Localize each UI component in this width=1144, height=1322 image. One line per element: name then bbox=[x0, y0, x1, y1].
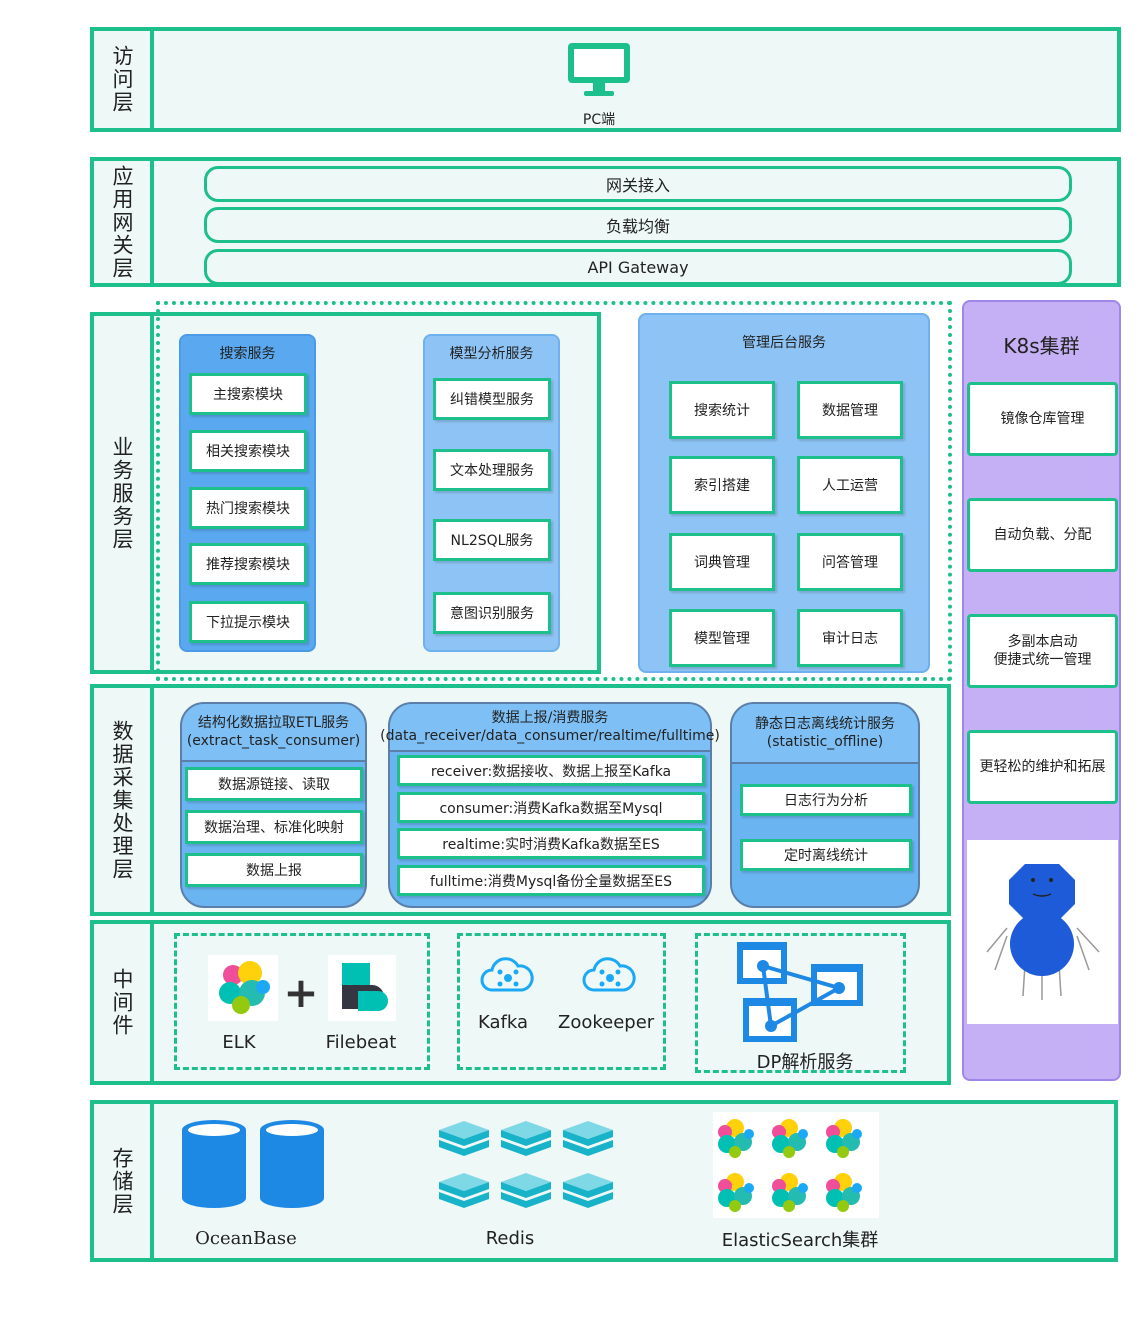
etl-item-1: 数据源链接、读取 bbox=[185, 767, 363, 801]
etl-service-header: 结构化数据拉取ETL服务 (extract_task_consumer) bbox=[182, 704, 365, 762]
k8s-cluster-panel: K8s集群 镜像仓库管理 自动负载、分配 多副本启动 便捷式统一管理 更轻松的维… bbox=[962, 300, 1121, 1081]
stat-service-subtitle: (statistic_offline) bbox=[766, 734, 884, 750]
report-item-4: fulltime:消费Mysql备份全量数据至ES bbox=[397, 865, 705, 896]
elasticsearch-cluster-icon bbox=[713, 1112, 879, 1218]
storage-layer-label: 存储层 bbox=[90, 1100, 154, 1262]
oceanbase-label: OceanBase bbox=[195, 1228, 297, 1249]
model-service-panel: 模型分析服务 纠错模型服务 文本处理服务 NL2SQL服务 意图识别服务 bbox=[423, 334, 560, 652]
etl-service-subtitle: (extract_task_consumer) bbox=[186, 733, 361, 749]
model-module-2: 文本处理服务 bbox=[433, 449, 551, 491]
stat-service-header: 静态日志离线统计服务 (statistic_offline) bbox=[732, 704, 918, 764]
kafka-cloud-icon bbox=[480, 957, 534, 992]
search-service-title: 搜索服务 bbox=[219, 346, 276, 362]
admin-service-panel: 管理后台服务 搜索统计 数据管理 索引搭建 人工运营 词典管理 问答管理 模型管… bbox=[638, 313, 930, 673]
data-layer-label: 数据采集处理层 bbox=[90, 684, 154, 916]
elk-logo-icon bbox=[208, 955, 278, 1021]
redis-cluster-icon bbox=[439, 1121, 613, 1208]
redis-label: Redis bbox=[485, 1228, 535, 1249]
report-item-3: realtime:实时消费Kafka数据至ES bbox=[397, 828, 705, 859]
middleware-layer bbox=[150, 920, 951, 1085]
elk-label: ELK bbox=[222, 1032, 256, 1053]
search-service-panel: 搜索服务 主搜索模块 相关搜索模块 热门搜索模块 推荐搜索模块 下拉提示模块 bbox=[179, 334, 316, 652]
k8s-item-1: 镜像仓库管理 bbox=[967, 382, 1118, 456]
spider-mascot-icon bbox=[986, 864, 1100, 1000]
oceanbase-db-icon bbox=[182, 1120, 324, 1208]
report-service-title: 数据上报/消费服务 bbox=[491, 710, 609, 726]
admin-module-1: 搜索统计 bbox=[669, 381, 775, 439]
api-gateway-label: API Gateway bbox=[587, 257, 689, 277]
gateway-access-bar: 网关接入 bbox=[204, 166, 1072, 202]
kafka-group bbox=[457, 933, 666, 1070]
elasticsearch-label: ElasticSearch集群 bbox=[721, 1230, 879, 1251]
k8s-title: K8s集群 bbox=[1003, 334, 1080, 358]
access-layer: PC端 bbox=[150, 27, 1121, 132]
model-module-4: 意图识别服务 bbox=[433, 592, 551, 634]
admin-module-8: 审计日志 bbox=[797, 609, 903, 667]
admin-module-6: 问答管理 bbox=[797, 533, 903, 591]
etl-item-2: 数据治理、标准化映射 bbox=[185, 810, 363, 844]
dp-group bbox=[695, 933, 906, 1073]
admin-module-2: 数据管理 bbox=[797, 381, 903, 439]
admin-module-5: 词典管理 bbox=[669, 533, 775, 591]
load-balance-bar: 负载均衡 bbox=[204, 207, 1072, 243]
model-module-1: 纠错模型服务 bbox=[433, 378, 551, 420]
admin-module-7: 模型管理 bbox=[669, 609, 775, 667]
kafka-label: Kafka bbox=[478, 1012, 528, 1033]
filebeat-logo-icon bbox=[328, 955, 396, 1021]
load-balance-label: 负载均衡 bbox=[605, 217, 670, 236]
admin-service-title: 管理后台服务 bbox=[742, 335, 826, 351]
etl-item-3: 数据上报 bbox=[185, 853, 363, 887]
search-module-1: 主搜索模块 bbox=[189, 373, 307, 415]
search-module-4: 推荐搜索模块 bbox=[189, 543, 307, 585]
etl-service-panel: 结构化数据拉取ETL服务 (extract_task_consumer) 数据源… bbox=[180, 702, 367, 908]
business-layer-label: 业务服务层 bbox=[90, 312, 154, 674]
stat-service-title: 静态日志离线统计服务 bbox=[755, 716, 895, 732]
k8s-item-3: 多副本启动 便捷式统一管理 bbox=[967, 614, 1118, 688]
model-service-title: 模型分析服务 bbox=[449, 346, 534, 362]
elk-group bbox=[174, 933, 430, 1070]
model-module-3: NL2SQL服务 bbox=[433, 519, 551, 561]
business-dotted-frame bbox=[156, 301, 952, 681]
gateway-access-label: 网关接入 bbox=[605, 176, 670, 195]
stat-service-panel: 静态日志离线统计服务 (statistic_offline) 日志行为分析 定时… bbox=[730, 702, 920, 908]
gateway-layer: 网关接入 负载均衡 API Gateway bbox=[150, 157, 1121, 287]
admin-module-3: 索引搭建 bbox=[669, 456, 775, 514]
dp-service-icon bbox=[737, 942, 863, 1042]
filebeat-label: Filebeat bbox=[325, 1032, 397, 1053]
etl-service-title: 结构化数据拉取ETL服务 bbox=[197, 715, 350, 731]
k8s-mascot-frame bbox=[967, 840, 1118, 1024]
k8s-item-4: 更轻松的维护和拓展 bbox=[967, 730, 1118, 804]
monitor-icon bbox=[568, 43, 630, 96]
admin-module-4: 人工运营 bbox=[797, 456, 903, 514]
stat-item-1: 日志行为分析 bbox=[740, 784, 912, 816]
access-layer-label: 访问层 bbox=[90, 27, 154, 132]
report-service-subtitle: (data_receiver/data_consumer/realtime/fu… bbox=[380, 728, 720, 744]
report-item-1: receiver:数据接收、数据上报至Kafka bbox=[397, 755, 705, 786]
report-service-panel: 数据上报/消费服务 (data_receiver/data_consumer/r… bbox=[380, 702, 720, 908]
api-gateway-bar: API Gateway bbox=[204, 249, 1072, 285]
search-module-5: 下拉提示模块 bbox=[189, 601, 307, 643]
gateway-layer-label: 应用网关层 bbox=[90, 157, 154, 287]
pc-label: PC端 bbox=[582, 112, 616, 128]
zookeeper-label: Zookeeper bbox=[558, 1012, 655, 1033]
search-module-2: 相关搜索模块 bbox=[189, 430, 307, 472]
stat-item-2: 定时离线统计 bbox=[740, 839, 912, 871]
report-service-header: 数据上报/消费服务 (data_receiver/data_consumer/r… bbox=[380, 704, 720, 752]
plus-sign: + bbox=[283, 968, 319, 1017]
middleware-layer-label: 中间件 bbox=[90, 920, 154, 1085]
search-module-3: 热门搜索模块 bbox=[189, 487, 307, 529]
report-item-2: consumer:消费Kafka数据至Mysql bbox=[397, 792, 705, 823]
dp-label: DP解析服务 bbox=[756, 1052, 854, 1073]
k8s-item-2: 自动负载、分配 bbox=[967, 498, 1118, 572]
zookeeper-cloud-icon bbox=[582, 957, 636, 992]
